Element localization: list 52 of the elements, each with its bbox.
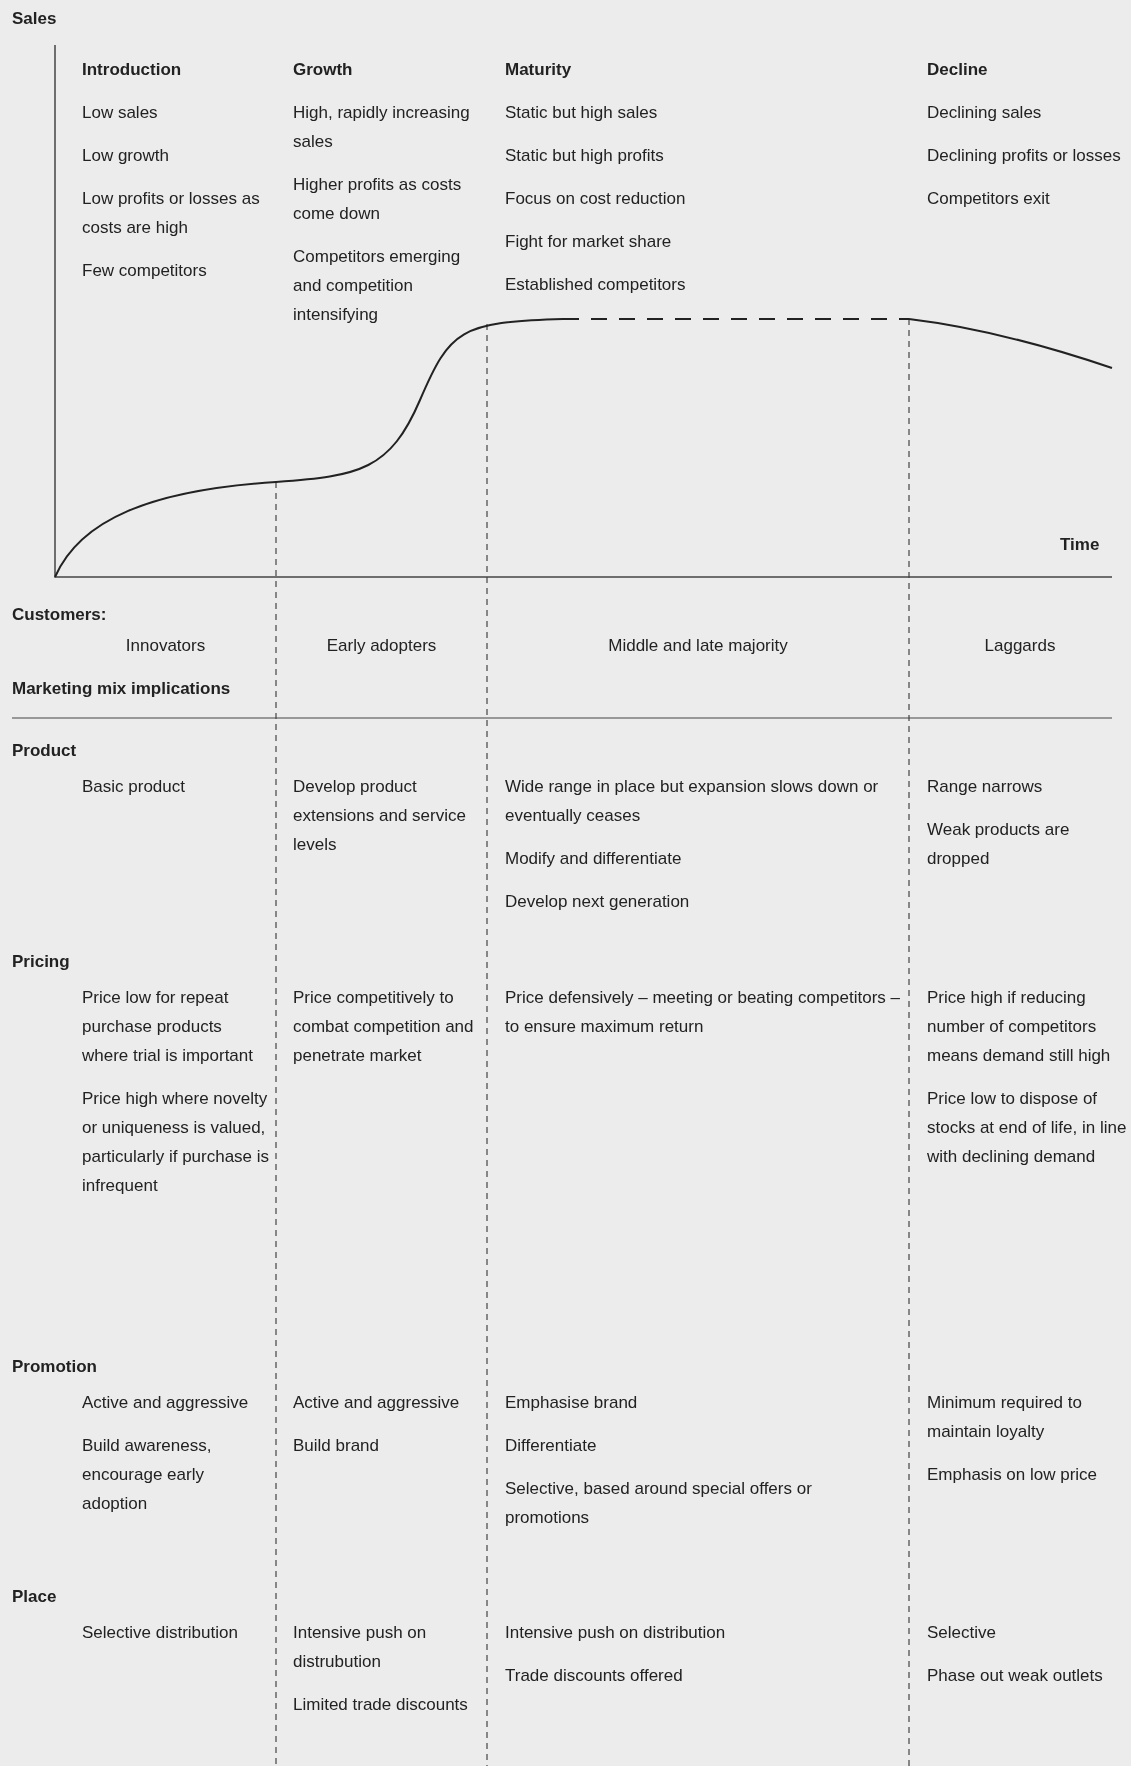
- label-text: Static but high sales: [505, 102, 659, 124]
- label-text: Selective: [927, 1622, 997, 1644]
- label-text: Selective distribution: [82, 1622, 239, 1644]
- label-text: Low profits or losses as costs are high: [82, 188, 261, 239]
- label-text: Develop next generation: [505, 891, 691, 913]
- stage-heading: Growth: [293, 59, 354, 81]
- label-text: Phase out weak outlets: [927, 1665, 1104, 1687]
- label-text: Price low for repeat purchase products where trial is important: [82, 987, 254, 1067]
- label-text: Price high if reducing number of competitors means demand still high: [927, 987, 1112, 1067]
- label-text: Price defensively – meeting or beating competitors – to ensure maximum return: [505, 987, 900, 1038]
- label-text: Innovators: [124, 635, 207, 657]
- label-text: Differentiate: [505, 1435, 598, 1457]
- label-text: Few competitors: [82, 260, 208, 282]
- label-text: Middle and late majority: [607, 635, 789, 657]
- label-text: Intensive push on distribution: [505, 1622, 727, 1644]
- label-text: Trade discounts offered: [505, 1665, 684, 1687]
- label-text: Limited trade discounts: [293, 1694, 469, 1716]
- stage-heading: Maturity: [505, 59, 573, 81]
- label-text: Early adopters: [325, 635, 438, 657]
- label-text: Basic product: [82, 776, 186, 798]
- label-text: Static but high profits: [505, 145, 665, 167]
- label-text: Modify and differentiate: [505, 848, 683, 870]
- label-text: Build awareness, encourage early adoption: [82, 1435, 213, 1515]
- stage-heading: Introduction: [82, 59, 183, 81]
- label-text: Active and aggressive: [293, 1392, 461, 1414]
- label-text: Focus on cost reduction: [505, 188, 687, 210]
- label-text: Low sales: [82, 102, 159, 124]
- label-text: Emphasise brand: [505, 1392, 639, 1414]
- label-text: Weak products are dropped: [927, 819, 1071, 870]
- label-text: Declining sales: [927, 102, 1043, 124]
- label-text: Emphasis on low price: [927, 1464, 1099, 1486]
- label-text: Higher profits as costs come down: [293, 174, 463, 225]
- label-text: Competitors exit: [927, 188, 1051, 210]
- label-text: Develop product extensions and service levels: [293, 776, 467, 856]
- label-text: Price competitively to combat competition and penetrate market: [293, 987, 475, 1067]
- label-text: Price high where novelty or uniqueness is valued, particularly if purchase is infrequent: [82, 1088, 270, 1197]
- label-text: Minimum required to maintain loyalty: [927, 1392, 1083, 1443]
- label-text: Selective, based around special offers or promotions: [505, 1478, 813, 1529]
- label-text: Wide range in place but expansion slows down or eventually ceases: [505, 776, 880, 827]
- label-text: Intensive push on distrubution: [293, 1622, 428, 1673]
- label-text: Established competitors: [505, 274, 687, 296]
- label-text: Price low to dispose of stocks at end of life, in line with declining demand: [927, 1088, 1128, 1168]
- label-text: Build brand: [293, 1435, 380, 1457]
- label-text: Laggards: [983, 635, 1057, 657]
- label-text: Declining profits or losses: [927, 145, 1122, 167]
- label-text: Range narrows: [927, 776, 1044, 798]
- label-text: High, rapidly increasing sales: [293, 102, 471, 153]
- stage-heading: Decline: [927, 59, 989, 81]
- label-text: Low growth: [82, 145, 170, 167]
- label-text: Active and aggressive: [82, 1392, 250, 1414]
- label-text: Fight for market share: [505, 231, 673, 253]
- label-text: Competitors emerging and competition intensifying: [293, 246, 462, 326]
